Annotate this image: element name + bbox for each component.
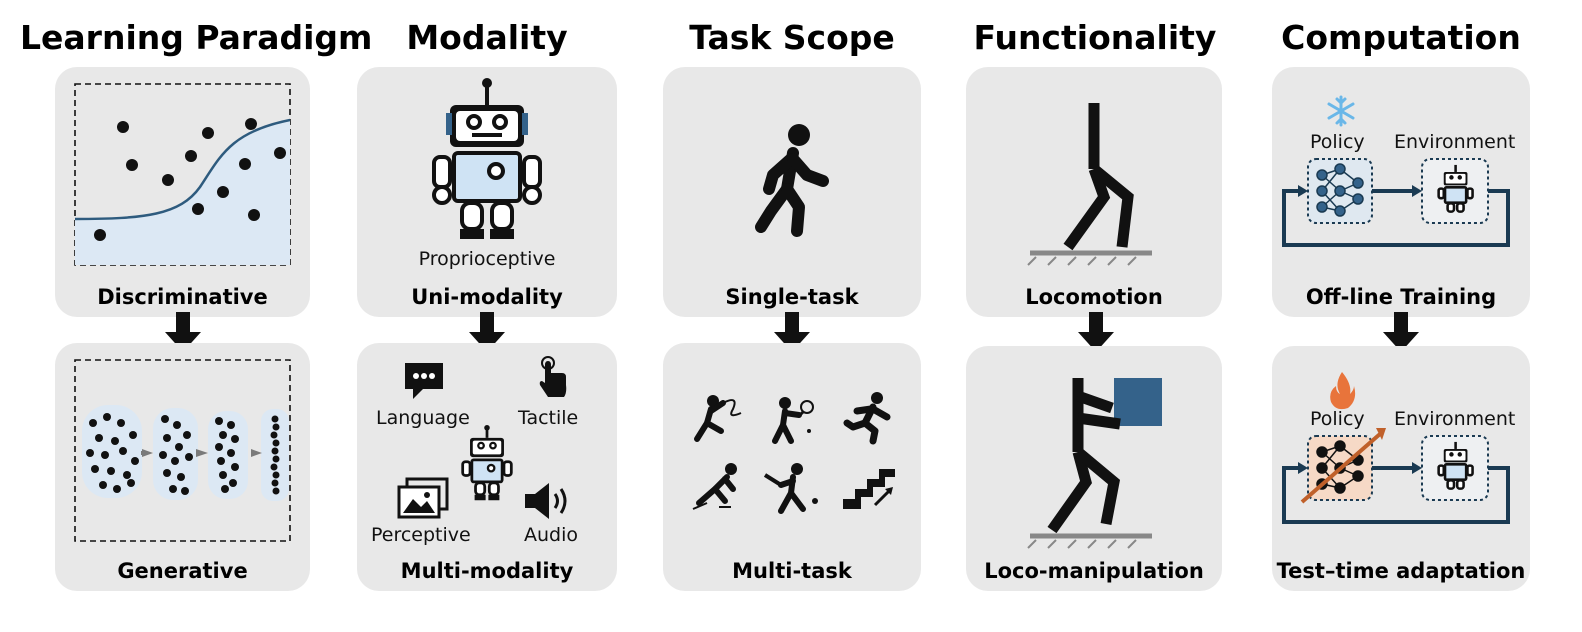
loco-manipulation-caption: Loco-manipulation	[984, 559, 1204, 583]
multi-modality-caption: Multi-modality	[400, 559, 574, 583]
down-arrow-icon	[774, 312, 810, 352]
loco-manipulation-panel: Loco-manipulation	[966, 346, 1222, 591]
training-loop-diagram	[1282, 158, 1510, 247]
column-title-modality: Modality	[406, 18, 568, 57]
generative-caption: Generative	[117, 559, 248, 583]
environment-label: Environment	[1394, 408, 1516, 430]
discriminative-panel: Discriminative	[55, 67, 310, 317]
column-title-computation: Computation	[1281, 18, 1521, 57]
stairs-icon	[843, 469, 895, 509]
skater-icon	[692, 463, 737, 510]
runner-icon	[843, 392, 891, 445]
environment-label: Environment	[1394, 131, 1516, 153]
test-time-adaptation-caption: Test–time adaptation	[1276, 559, 1526, 583]
uni-modality-panel: Proprioceptive Uni-modality	[357, 67, 617, 317]
column-title-learning-paradigm: Learning Paradigm	[20, 18, 373, 57]
multi-task-panel: Multi-task	[663, 343, 921, 591]
chat-bubble-icon	[405, 363, 443, 399]
gymnast-icon	[694, 395, 742, 442]
generative-diffusion-illustration	[74, 359, 291, 542]
legs-walking-figure	[1027, 103, 1152, 266]
small-robot-icon	[461, 425, 513, 501]
test-time-adaptation-panel: Policy Environment Test–t	[1272, 346, 1530, 591]
audio-label: Audio	[524, 524, 579, 546]
generative-panel: Generative	[55, 343, 310, 591]
discriminative-caption: Discriminative	[97, 285, 268, 309]
policy-label: Policy	[1310, 131, 1365, 153]
column-title-functionality: Functionality	[973, 18, 1217, 57]
discriminative-plot	[74, 83, 291, 266]
tactile-label: Tactile	[518, 407, 579, 429]
down-arrow-icon	[165, 312, 201, 352]
cricket-player-icon	[763, 463, 818, 514]
perceptive-label: Perceptive	[371, 524, 471, 546]
proprioceptive-label: Proprioceptive	[418, 248, 556, 270]
tennis-player-icon	[772, 397, 814, 444]
flame-icon	[1330, 372, 1356, 410]
policy-label: Policy	[1310, 408, 1365, 430]
touch-hand-icon	[539, 356, 567, 397]
speaker-icon	[525, 483, 567, 519]
image-gallery-icon	[397, 477, 449, 519]
down-arrow-icon	[1078, 312, 1114, 352]
language-label: Language	[376, 407, 470, 429]
multi-modality-panel: Language Tactile Perceptive Audio Multi-…	[357, 343, 617, 591]
uni-modality-caption: Uni-modality	[411, 285, 563, 309]
down-arrow-icon	[469, 312, 505, 352]
legs-carrying-box-figure	[1027, 378, 1162, 549]
offline-training-caption: Off-line Training	[1305, 285, 1497, 309]
locomotion-panel: Locomotion	[966, 67, 1222, 317]
column-title-task-scope: Task Scope	[689, 18, 895, 57]
down-arrow-icon	[1383, 312, 1419, 352]
walking-person-icon	[755, 124, 829, 237]
robot-icon	[432, 78, 542, 239]
single-task-caption: Single-task	[725, 285, 859, 309]
single-task-panel: Single-task	[663, 67, 921, 317]
offline-training-panel: Policy Environment Off-line Trainin	[1272, 67, 1530, 317]
locomotion-caption: Locomotion	[1025, 285, 1163, 309]
multi-task-caption: Multi-task	[732, 559, 852, 583]
adaptation-loop-diagram	[1282, 428, 1510, 524]
snowflake-icon	[1327, 95, 1355, 127]
